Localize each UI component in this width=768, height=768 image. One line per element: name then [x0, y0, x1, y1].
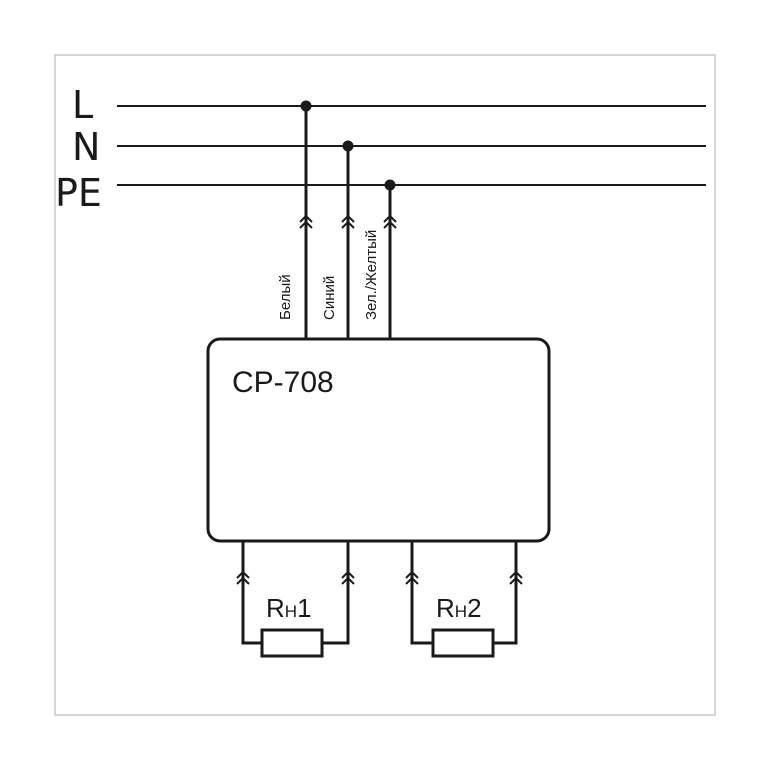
resistor-1: [260, 628, 324, 658]
connector-chevron-blue: [341, 214, 355, 229]
wire-label-blue: Синий: [321, 276, 338, 320]
load-1-label: RH1: [266, 593, 312, 623]
connector-chevron-white: [299, 214, 313, 229]
wire-label-green-yellow: Зел./Желтый: [363, 230, 380, 320]
connector-chevron-load-1-left: [236, 570, 250, 585]
bus-label-l: L: [72, 83, 93, 127]
load-2-index: 2: [467, 593, 481, 623]
load-2-wire-left: [410, 541, 433, 645]
load-2-label: RH2: [436, 593, 482, 623]
load-2-prefix: R: [436, 593, 455, 623]
connector-chevron-load-2-right: [509, 570, 523, 585]
load-1-prefix: R: [266, 593, 285, 623]
connector-chevron-green-yellow: [383, 214, 397, 229]
connector-chevron-load-1-right: [341, 570, 355, 585]
load-1-wire-right: [322, 541, 350, 645]
load-2-wire-right: [493, 541, 518, 645]
load-1-index: 1: [297, 593, 311, 623]
load-2-sub: H: [455, 602, 467, 621]
bus-label-pe: PE: [55, 171, 102, 215]
bus-label-n: N: [72, 125, 100, 169]
device-box: [206, 337, 551, 543]
wire-label-white: Белый: [277, 274, 294, 320]
diagram-frame: [54, 54, 716, 716]
connector-chevron-load-2-left: [405, 570, 419, 585]
resistor-2: [431, 628, 495, 658]
load-1-sub: H: [285, 602, 297, 621]
load-1-wire-left: [241, 541, 262, 645]
device-model: CP-708: [232, 366, 334, 399]
